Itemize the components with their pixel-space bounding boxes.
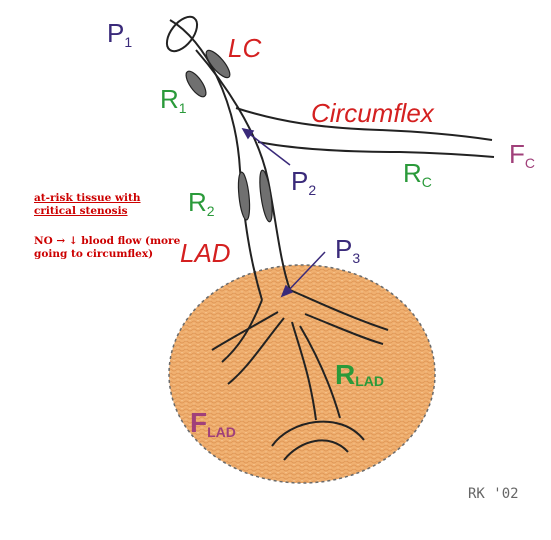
label-lc: LC xyxy=(228,33,261,63)
plaque-lc-upper xyxy=(205,49,231,79)
p2-arrow xyxy=(241,127,291,166)
myocardium-region xyxy=(168,264,436,484)
label-rc: RC xyxy=(403,158,432,190)
plaque-lad-left xyxy=(237,171,251,221)
signature: RK '02 xyxy=(468,486,519,502)
stenosis-plaques xyxy=(185,49,273,223)
label-lad: LAD xyxy=(180,238,231,268)
note-no-blood-flow: NO → ↓ blood flow (more going to circumf… xyxy=(34,235,181,260)
label-p3: P3 xyxy=(335,234,360,266)
plaque-r1 xyxy=(185,70,207,98)
circumflex-vessel xyxy=(235,107,495,158)
label-fc: FC xyxy=(509,139,535,171)
plaque-lad-right xyxy=(259,169,273,223)
label-r1: R1 xyxy=(160,84,187,116)
label-r2: R2 xyxy=(188,187,215,219)
label-p1: P1 xyxy=(107,18,132,50)
label-circumflex: Circumflex xyxy=(311,98,435,128)
p3-arrow xyxy=(280,251,326,298)
label-rlad: RLAD xyxy=(335,359,384,390)
label-p2: P2 xyxy=(291,166,316,198)
lad-branches xyxy=(211,289,389,461)
note-at-risk-tissue: at-risk tissue with critical stenosis xyxy=(34,192,141,217)
label-flad: FLAD xyxy=(190,407,236,440)
